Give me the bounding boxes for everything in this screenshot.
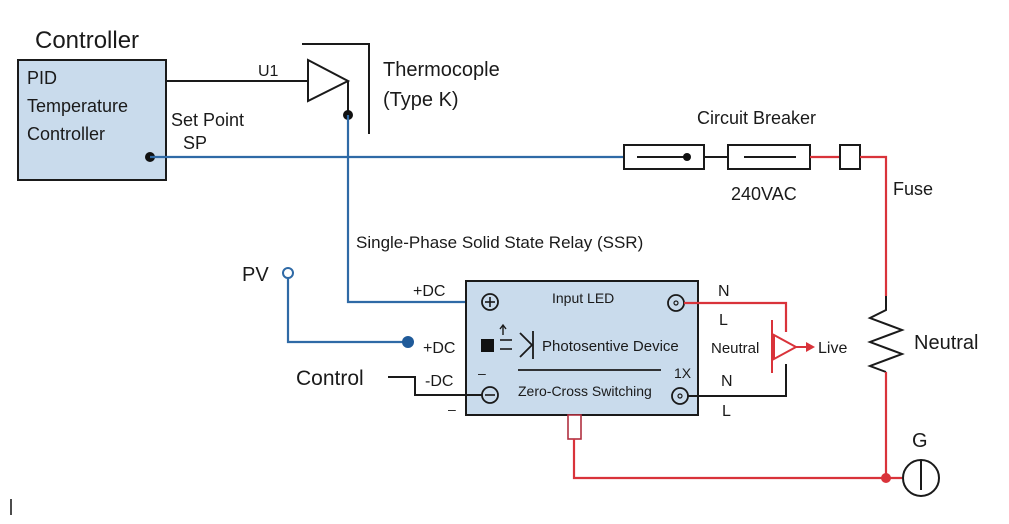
pv-dc-junction <box>402 336 414 348</box>
plus-terminal-icon <box>481 293 499 311</box>
live-output-symbol <box>771 320 815 373</box>
controller-line-1: PID <box>27 68 57 88</box>
controller-box <box>17 59 167 181</box>
pv-terminal[interactable] <box>282 267 294 279</box>
fuse-symbol <box>839 144 861 170</box>
live-label: Live <box>818 340 847 357</box>
ssr-box <box>465 280 699 416</box>
ground-connector <box>567 414 582 440</box>
led-icon <box>481 339 494 352</box>
ssr-module: Input LED Photosentive Device 1X – Zero-… <box>465 280 699 416</box>
plus-dc-mid-label: +DC <box>423 340 455 357</box>
ssr-to-live-wire-bottom <box>688 364 787 397</box>
controller-line-2: Temperature <box>27 96 128 116</box>
controller-line-3: Controller <box>27 124 105 144</box>
pv-wire <box>286 278 406 344</box>
ground-label: G <box>912 430 928 452</box>
pv-label: PV <box>242 264 269 286</box>
zero-cross-label: Zero-Cross Switching <box>518 383 652 399</box>
ssr-to-live-wire-top <box>684 301 788 332</box>
pid-controller: PID Temperature Controller <box>17 59 167 181</box>
ground-junction <box>881 473 891 483</box>
setpoint-label-1: Set Point <box>171 110 244 130</box>
input-led-label: Input LED <box>552 290 614 306</box>
photo-device-label: Photosentive Device <box>542 338 679 355</box>
control-wire <box>388 376 482 396</box>
l-bottom-label: L <box>722 403 731 420</box>
thermocouple-to-ssr-wire <box>346 115 484 304</box>
neutral-right-label: Neutral <box>914 332 978 354</box>
live-arrow-icon <box>806 342 815 352</box>
thermocouple-label-2: (Type K) <box>383 89 459 111</box>
n-bottom-label: N <box>721 373 733 390</box>
fuse-to-load-wire <box>860 155 888 296</box>
multiplier-label: 1X <box>674 365 692 381</box>
circuit-breaker <box>623 144 811 170</box>
thermocouple-symbol <box>302 43 370 134</box>
ground-symbol <box>902 459 940 497</box>
resistor-load-symbol <box>867 296 905 373</box>
thermocouple-label-1: Thermocople <box>383 59 500 81</box>
plus-dc-top-label: +DC <box>413 283 445 300</box>
ground-wire <box>572 439 902 480</box>
control-label: Control <box>296 367 364 390</box>
minus-sign-inner: – <box>478 365 486 381</box>
circuit-breaker-label: Circuit Breaker <box>697 108 816 128</box>
setpoint-label-2: SP <box>183 133 207 153</box>
voltage-label: 240VAC <box>731 184 797 204</box>
l-top-label: L <box>719 312 728 329</box>
minus-sign-outer: – <box>448 401 456 417</box>
minus-dc-label: -DC <box>425 373 453 390</box>
n-top-label: N <box>718 283 730 300</box>
neutral-left-label: Neutral <box>711 340 759 357</box>
photodiode-icon <box>519 332 534 358</box>
ssr-title: Single-Phase Solid State Relay (SSR) <box>356 233 643 252</box>
u1-label: U1 <box>258 63 279 80</box>
fuse-label: Fuse <box>893 179 933 199</box>
controller-title: Controller <box>35 27 139 54</box>
